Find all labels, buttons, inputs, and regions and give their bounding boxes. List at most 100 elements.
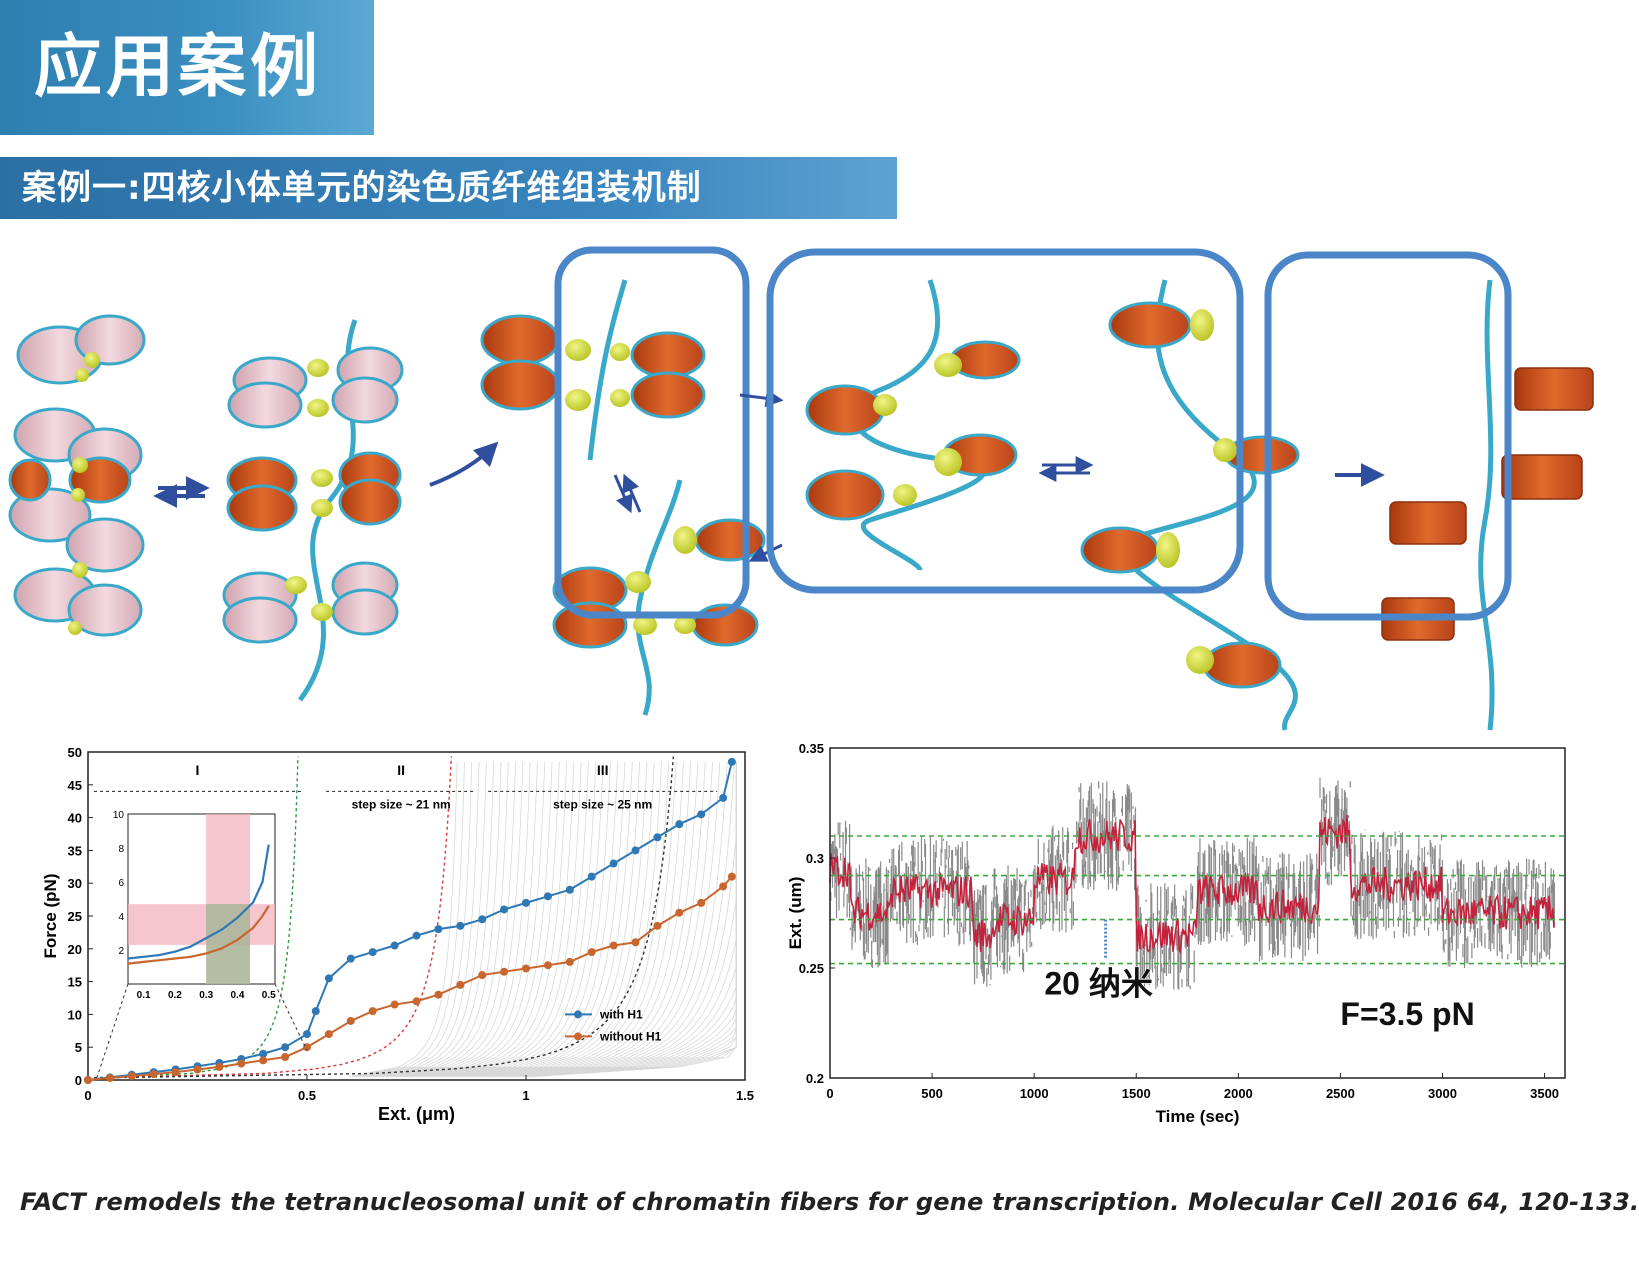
- wlc-curve: [416, 761, 604, 1078]
- data-point: [587, 872, 596, 881]
- released-histones: [1381, 279, 1594, 731]
- x-axis-label: Time (sec): [1156, 1107, 1240, 1126]
- wlc-curve: [396, 761, 560, 1078]
- y-tick-label: 0.25: [799, 961, 824, 976]
- data-point: [324, 974, 333, 983]
- wlc-curve: [379, 761, 524, 1078]
- wlc-curve: [392, 761, 553, 1078]
- case-title: 案例一:四核小体单元的染色质纤维组装机制: [22, 168, 702, 208]
- data-point: [412, 997, 421, 1006]
- open-fiber: [222, 319, 404, 702]
- data-point: [281, 1053, 290, 1062]
- inset-x-tick-label: 0.1: [137, 990, 151, 1001]
- wlc-curve: [409, 761, 589, 1078]
- wlc-curve: [423, 761, 619, 1078]
- data-point: [434, 990, 443, 999]
- wlc-curve: [433, 761, 640, 1078]
- data-point: [653, 833, 662, 842]
- data-point: [412, 931, 421, 940]
- wlc-curve: [474, 761, 728, 1078]
- data-point: [653, 921, 662, 930]
- wlc-curve: [386, 761, 538, 1078]
- transition-arrow: [429, 441, 499, 487]
- wlc-curve: [413, 761, 597, 1078]
- model-curve: [87, 756, 453, 1079]
- x-tick-label: 3500: [1530, 1086, 1559, 1101]
- data-point: [456, 980, 465, 989]
- data-point: [259, 1056, 268, 1065]
- region-label: II: [397, 762, 405, 778]
- region-label: I: [196, 762, 200, 778]
- y-tick-label: 0.2: [806, 1071, 824, 1086]
- data-point: [346, 954, 355, 963]
- wlc-curve: [399, 761, 568, 1078]
- x-tick-label: 1.5: [736, 1088, 754, 1103]
- inset-frame: [127, 813, 276, 985]
- plot-frame: [829, 747, 1566, 1079]
- x-tick-label: 3000: [1428, 1086, 1457, 1101]
- data-point: [565, 885, 574, 894]
- wlc-curve: [467, 761, 713, 1078]
- page-title: 应用案例: [34, 28, 323, 107]
- data-point: [727, 757, 736, 766]
- wlc-curve: [460, 761, 699, 1078]
- data-point: [171, 1068, 180, 1077]
- highlight-box-3: [1264, 251, 1512, 621]
- inset-x-tick-label: 0.2: [168, 990, 182, 1001]
- title-banner: 应用案例: [0, 0, 374, 135]
- fact-bound-tetranucleosome: [480, 279, 766, 716]
- wlc-curve: [403, 761, 575, 1078]
- inset-connector: [96, 983, 129, 1079]
- highlight-box-1: [554, 246, 750, 619]
- data-point: [609, 941, 618, 950]
- wlc-curve: [447, 761, 670, 1078]
- model-curve: [87, 756, 299, 1079]
- y-tick-label: 0.35: [799, 741, 824, 756]
- force-annotation: F=3.5 pN: [1340, 996, 1474, 1032]
- raw-trace: [829, 777, 1555, 990]
- wlc-curve: [477, 761, 735, 1078]
- data-point: [675, 820, 684, 829]
- data-point: [719, 793, 728, 802]
- data-point: [390, 941, 399, 950]
- data-point: [84, 1076, 92, 1084]
- y-axis-label: Force (pN): [41, 874, 60, 959]
- y-tick-label: 15: [68, 975, 82, 990]
- data-point: [237, 1059, 246, 1068]
- wlc-curve: [440, 761, 655, 1078]
- data-point: [193, 1065, 202, 1074]
- inset-y-tick-label: 2: [118, 946, 124, 957]
- data-point: [697, 898, 706, 907]
- legend-label: without H1: [599, 1029, 662, 1043]
- x-tick-label: 1500: [1122, 1086, 1151, 1101]
- legend-label: with H1: [599, 1007, 643, 1021]
- wlc-curve: [358, 761, 480, 1078]
- data-point: [368, 948, 377, 957]
- y-tick-label: 45: [68, 778, 82, 793]
- y-tick-label: 5: [75, 1040, 82, 1055]
- step-size-annotation: 20 纳米: [1044, 965, 1153, 1001]
- wlc-curve: [348, 761, 458, 1078]
- y-tick-label: 30: [68, 876, 82, 891]
- data-point: [609, 859, 618, 868]
- data-point: [324, 1030, 333, 1039]
- compact-fiber: [8, 314, 146, 637]
- wlc-curve: [372, 761, 509, 1078]
- y-tick-label: 25: [68, 909, 82, 924]
- wlc-curve: [430, 761, 633, 1078]
- legend-marker: [574, 1032, 582, 1041]
- inset-x-tick-label: 0.3: [199, 990, 213, 1001]
- wlc-curve: [389, 761, 546, 1078]
- data-point: [697, 810, 706, 819]
- y-tick-label: 40: [68, 811, 82, 826]
- inset-y-tick-label: 10: [113, 810, 125, 821]
- data-point: [631, 938, 640, 947]
- data-point: [522, 964, 530, 973]
- data-point: [522, 898, 530, 907]
- wlc-curve: [437, 761, 648, 1078]
- wlc-curve: [426, 761, 626, 1078]
- inset-band-horizontal: [128, 904, 275, 945]
- data-point: [127, 1072, 136, 1081]
